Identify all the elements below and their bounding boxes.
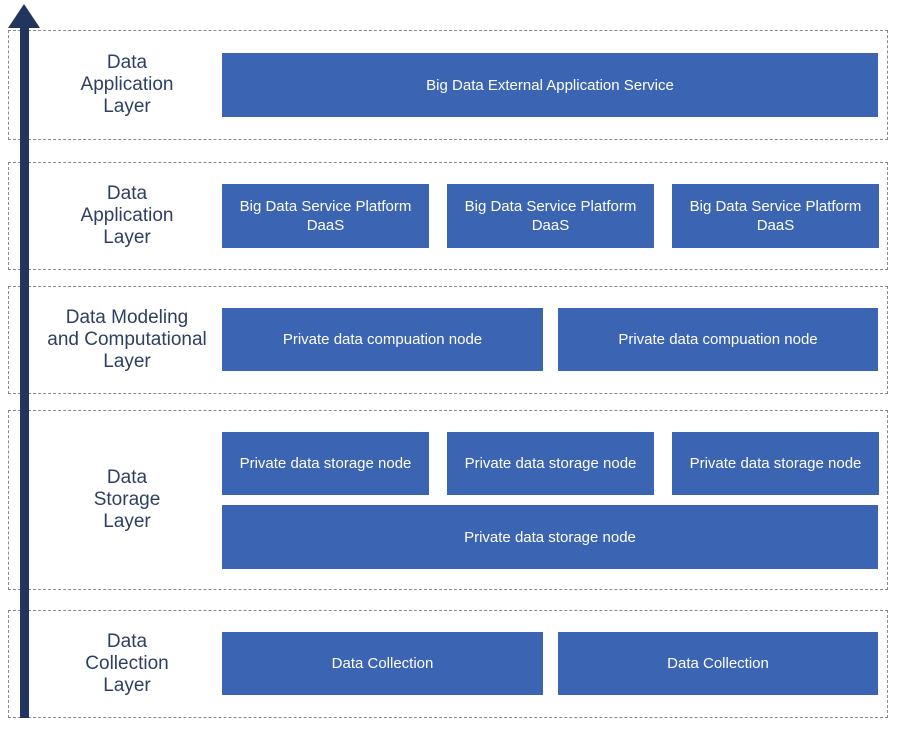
- layer-label-data-modeling-computational: Data Modeling and Computational Layer: [28, 286, 226, 394]
- arrow-head: [8, 4, 40, 28]
- box-label-line: Big Data Service Platform: [464, 198, 637, 215]
- layer-label-data-storage: Data Storage Layer: [28, 410, 226, 590]
- layer-label-line: and Computational: [47, 329, 207, 350]
- layer-label-line: Data Modeling: [65, 307, 189, 328]
- layer-label-line: Application: [80, 205, 174, 226]
- layer-label-line: Layer: [103, 351, 151, 372]
- box-big-data-service-platform-2: Big Data Service Platform DaaS: [447, 184, 654, 248]
- layer-label-line: Collection: [85, 653, 169, 674]
- layer-label-data-collection: Data Collection Layer: [28, 610, 226, 718]
- box-label-line: DaaS: [306, 217, 345, 234]
- box-label: Data Collection: [667, 655, 769, 672]
- layer-label-data-application-platform: Data Application Layer: [28, 162, 226, 270]
- box-data-collection-2: Data Collection: [558, 632, 878, 695]
- box-label: Private data storage node: [464, 528, 636, 546]
- layer-label-line: Data: [106, 467, 148, 488]
- box-label-line: DaaS: [531, 217, 570, 234]
- layer-label-line: Data: [106, 52, 148, 73]
- box-label: Private data compuation node: [282, 331, 483, 348]
- box-private-data-computation-node-2: Private data compuation node: [558, 308, 878, 371]
- box-private-data-computation-node-1: Private data compuation node: [222, 308, 543, 371]
- arrow-shaft: [20, 26, 29, 718]
- layer-data-collection: [8, 610, 888, 718]
- box-private-data-storage-node-wide: Private data storage node: [222, 505, 878, 569]
- box-label: Data Collection: [331, 655, 434, 672]
- box-label: Big Data External Application Service: [426, 76, 674, 94]
- layer-data-application-platform: [8, 162, 888, 270]
- box-label-line: DaaS: [756, 217, 795, 234]
- box-label: Private data storage node: [239, 455, 412, 472]
- layer-label-line: Data: [106, 631, 148, 652]
- box-private-data-storage-node-3: Private data storage node: [672, 432, 879, 495]
- layer-label-line: Application: [80, 74, 174, 95]
- box-data-collection-1: Data Collection: [222, 632, 543, 695]
- layer-label-line: Layer: [103, 675, 151, 696]
- box-big-data-service-platform-3: Big Data Service Platform DaaS: [672, 184, 879, 248]
- layer-data-application-top: [8, 30, 888, 140]
- box-label: Private data compuation node: [618, 331, 818, 348]
- box-label-line: Big Data Service Platform: [689, 198, 862, 215]
- box-label: Private data storage node: [689, 455, 862, 472]
- box-big-data-service-platform-1: Big Data Service Platform DaaS: [222, 184, 429, 248]
- box-private-data-storage-node-2: Private data storage node: [447, 432, 654, 495]
- layer-label-data-application-top: Data Application Layer: [28, 30, 226, 140]
- box-label: Private data storage node: [464, 455, 637, 472]
- layer-label-line: Layer: [103, 511, 151, 532]
- box-private-data-storage-node-1: Private data storage node: [222, 432, 429, 495]
- layer-label-line: Data: [106, 183, 148, 204]
- box-big-data-external-application-service: Big Data External Application Service: [222, 53, 878, 117]
- box-label-line: Big Data Service Platform: [239, 198, 412, 215]
- layer-data-storage: [8, 410, 888, 590]
- layer-label-line: Storage: [93, 489, 161, 510]
- layer-label-line: Layer: [103, 227, 151, 248]
- layer-label-line: Layer: [103, 96, 151, 117]
- layer-data-modeling-computational: [8, 286, 888, 394]
